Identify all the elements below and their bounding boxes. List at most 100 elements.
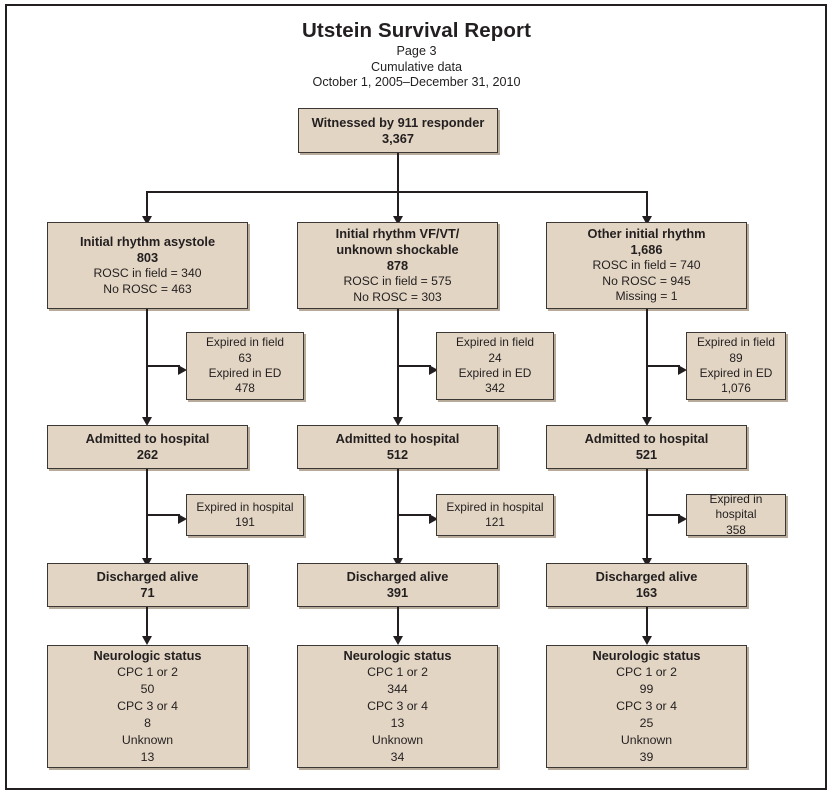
- neuro-unknown-value-col-1: 34: [390, 749, 405, 764]
- neuro-cpc34-label-col-1: CPC 3 or 4: [367, 698, 428, 713]
- arrowhead-expired-hospital-col-2: [678, 513, 687, 524]
- expired-hospital-value-col-2: 358: [726, 522, 746, 537]
- discharged-label-col-0: Discharged alive: [96, 569, 199, 584]
- neuro-unknown-value-col-2: 39: [639, 749, 654, 764]
- neuro-cpc34-label-col-2: CPC 3 or 4: [616, 698, 677, 713]
- discharged-value-col-1: 391: [386, 585, 409, 600]
- expired-hospital-label-col-1: Expired in hospital: [446, 499, 544, 514]
- admitted-label-col-1: Admitted to hospital: [335, 431, 460, 446]
- arrowhead-neuro-col-0: [141, 636, 152, 645]
- admitted-box-col-0: Admitted to hospital 262: [47, 425, 248, 469]
- date-range-label: October 1, 2005–December 31, 2010: [312, 75, 521, 89]
- root-box-label: Witnessed by 911 responder: [311, 114, 485, 130]
- neuro-cpc12-value-col-2: 99: [639, 681, 654, 696]
- neuro-box-col-2: Neurologic status CPC 1 or 2 99 CPC 3 or…: [546, 645, 747, 768]
- neuro-cpc34-value-col-0: 8: [144, 715, 151, 730]
- discharged-value-col-2: 163: [635, 585, 658, 600]
- neuro-cpc34-value-col-1: 13: [390, 715, 405, 730]
- expired-hospital-box-col-0: Expired in hospital 191: [186, 494, 304, 536]
- rhythm-detail1-col-0: ROSC in field = 340: [93, 265, 202, 280]
- expired-ed-value-col-2: 1,076: [721, 381, 751, 396]
- expired-field-label-col-2: Expired in field: [697, 335, 775, 350]
- expired-hospital-box-col-1: Expired in hospital 121: [436, 494, 554, 536]
- expired-ed-label-col-1: Expired in ED: [458, 366, 532, 380]
- data-type-label: Cumulative data: [370, 59, 462, 74]
- rhythm-title-line1-col-1: Initial rhythm VF/VT/: [335, 225, 460, 241]
- neuro-box-col-0: Neurologic status CPC 1 or 2 50 CPC 3 or…: [47, 645, 248, 768]
- expired-ed-value-col-0: 478: [235, 381, 255, 396]
- trunk-rhythm-to-admitted-col-2: [646, 309, 649, 420]
- admitted-value-col-1: 512: [386, 447, 409, 462]
- admitted-value-col-0: 262: [136, 447, 159, 462]
- neuro-unknown-label-col-2: Unknown: [620, 732, 673, 747]
- rhythm-title-line2-col-1: unknown shockable: [336, 241, 459, 257]
- expired-hospital-label-col-2: Expired in hospital: [709, 491, 763, 522]
- rhythm-detail3-col-2: Missing = 1: [615, 289, 678, 304]
- admitted-label-col-2: Admitted to hospital: [584, 431, 709, 446]
- branch-to-expired-hospital-col-2: [646, 514, 680, 517]
- branch-to-expired-field-col-2: [646, 365, 680, 368]
- expired-ed-value-col-1: 342: [485, 381, 505, 396]
- rhythm-detail2-col-1: No ROSC = 303: [353, 289, 442, 304]
- neuro-cpc12-label-col-0: CPC 1 or 2: [117, 664, 178, 679]
- expired-field-value-col-0: 63: [238, 350, 252, 365]
- expired-hospital-box-col-2: Expired in hospital 358: [686, 491, 786, 537]
- rhythm-box-col-2: Other initial rhythm 1,686 ROSC in field…: [546, 222, 747, 309]
- neuro-title-col-1: Neurologic status: [343, 647, 452, 663]
- rhythm-detail2-col-0: No ROSC = 463: [103, 281, 192, 296]
- trunk-discharged-to-neuro-col-1: [396, 607, 400, 639]
- neuro-title-col-0: Neurologic status: [93, 647, 202, 663]
- rhythm-box-col-0: Initial rhythm asystole 803 ROSC in fiel…: [47, 222, 248, 309]
- arrowhead-expired-field-col-0: [178, 364, 187, 375]
- branch-to-expired-field-col-0: [146, 365, 180, 368]
- neuro-cpc12-label-col-2: CPC 1 or 2: [616, 664, 677, 679]
- arrowhead-split-to-col-2: [641, 216, 652, 225]
- expired-field-value-col-2: 89: [729, 350, 743, 365]
- rhythm-detail1-col-2: ROSC in field = 740: [592, 258, 701, 273]
- expired-field-label-col-1: Expired in field: [456, 335, 534, 350]
- page-number-label: Page 3: [396, 44, 437, 58]
- arrowhead-expired-hospital-col-0: [178, 513, 187, 524]
- branch-to-expired-hospital-col-0: [146, 514, 180, 517]
- trunk-rhythm-to-admitted-col-0: [146, 309, 149, 420]
- discharged-value-col-0: 71: [140, 585, 155, 600]
- arrowhead-discharged-col-0: [141, 558, 152, 567]
- expired-field-value-col-1: 24: [488, 350, 502, 365]
- rhythm-value-col-2: 1,686: [630, 242, 663, 258]
- trunk-discharged-to-neuro-col-0: [146, 607, 149, 639]
- arrowhead-admitted-col-2: [641, 417, 652, 426]
- arrowhead-neuro-col-1: [392, 636, 403, 645]
- expired-field-box-col-0: Expired in field 63 Expired in ED 478: [186, 332, 304, 400]
- report-header: Utstein Survival Report Page 3 Cumulativ…: [0, 18, 833, 91]
- arrowhead-expired-hospital-col-1: [428, 513, 438, 524]
- expired-field-box-col-2: Expired in field 89 Expired in ED 1,076: [686, 332, 786, 400]
- admitted-box-col-2: Admitted to hospital 521: [546, 425, 747, 469]
- rhythm-detail1-col-1: ROSC in field = 575: [343, 273, 452, 288]
- expired-ed-label-col-0: Expired in ED: [208, 366, 282, 380]
- connector-split-to-col-2: [646, 190, 649, 220]
- admitted-box-col-1: Admitted to hospital 512: [297, 425, 498, 469]
- discharged-box-col-2: Discharged alive 163: [546, 563, 747, 607]
- expired-hospital-value-col-0: 191: [235, 515, 255, 529]
- root-box-witnessed-by-911-responder: Witnessed by 911 responder 3,367: [298, 108, 498, 153]
- neuro-cpc34-label-col-0: CPC 3 or 4: [117, 698, 178, 713]
- root-box-value: 3,367: [381, 130, 415, 146]
- rhythm-title-line1-col-0: Initial rhythm asystole: [79, 233, 216, 249]
- arrowhead-discharged-col-1: [392, 558, 403, 567]
- rhythm-box-col-1: Initial rhythm VF/VT/ unknown shockable …: [297, 222, 498, 309]
- page-title: Utstein Survival Report: [302, 19, 531, 42]
- admitted-label-col-0: Admitted to hospital: [85, 431, 210, 446]
- arrowhead-expired-field-col-1: [428, 364, 438, 375]
- neuro-cpc12-value-col-0: 50: [140, 681, 155, 696]
- arrowhead-neuro-col-2: [641, 636, 652, 645]
- neuro-cpc34-value-col-2: 25: [639, 715, 654, 730]
- connector-split-to-col-1: [396, 190, 400, 220]
- discharged-label-col-2: Discharged alive: [595, 569, 698, 584]
- arrowhead-admitted-col-1: [392, 417, 403, 426]
- rhythm-value-col-1: 878: [386, 257, 409, 273]
- rhythm-value-col-0: 803: [136, 249, 159, 265]
- arrowhead-expired-field-col-2: [678, 364, 687, 375]
- expired-hospital-label-col-0: Expired in hospital: [196, 499, 294, 514]
- trunk-discharged-to-neuro-col-2: [646, 607, 649, 639]
